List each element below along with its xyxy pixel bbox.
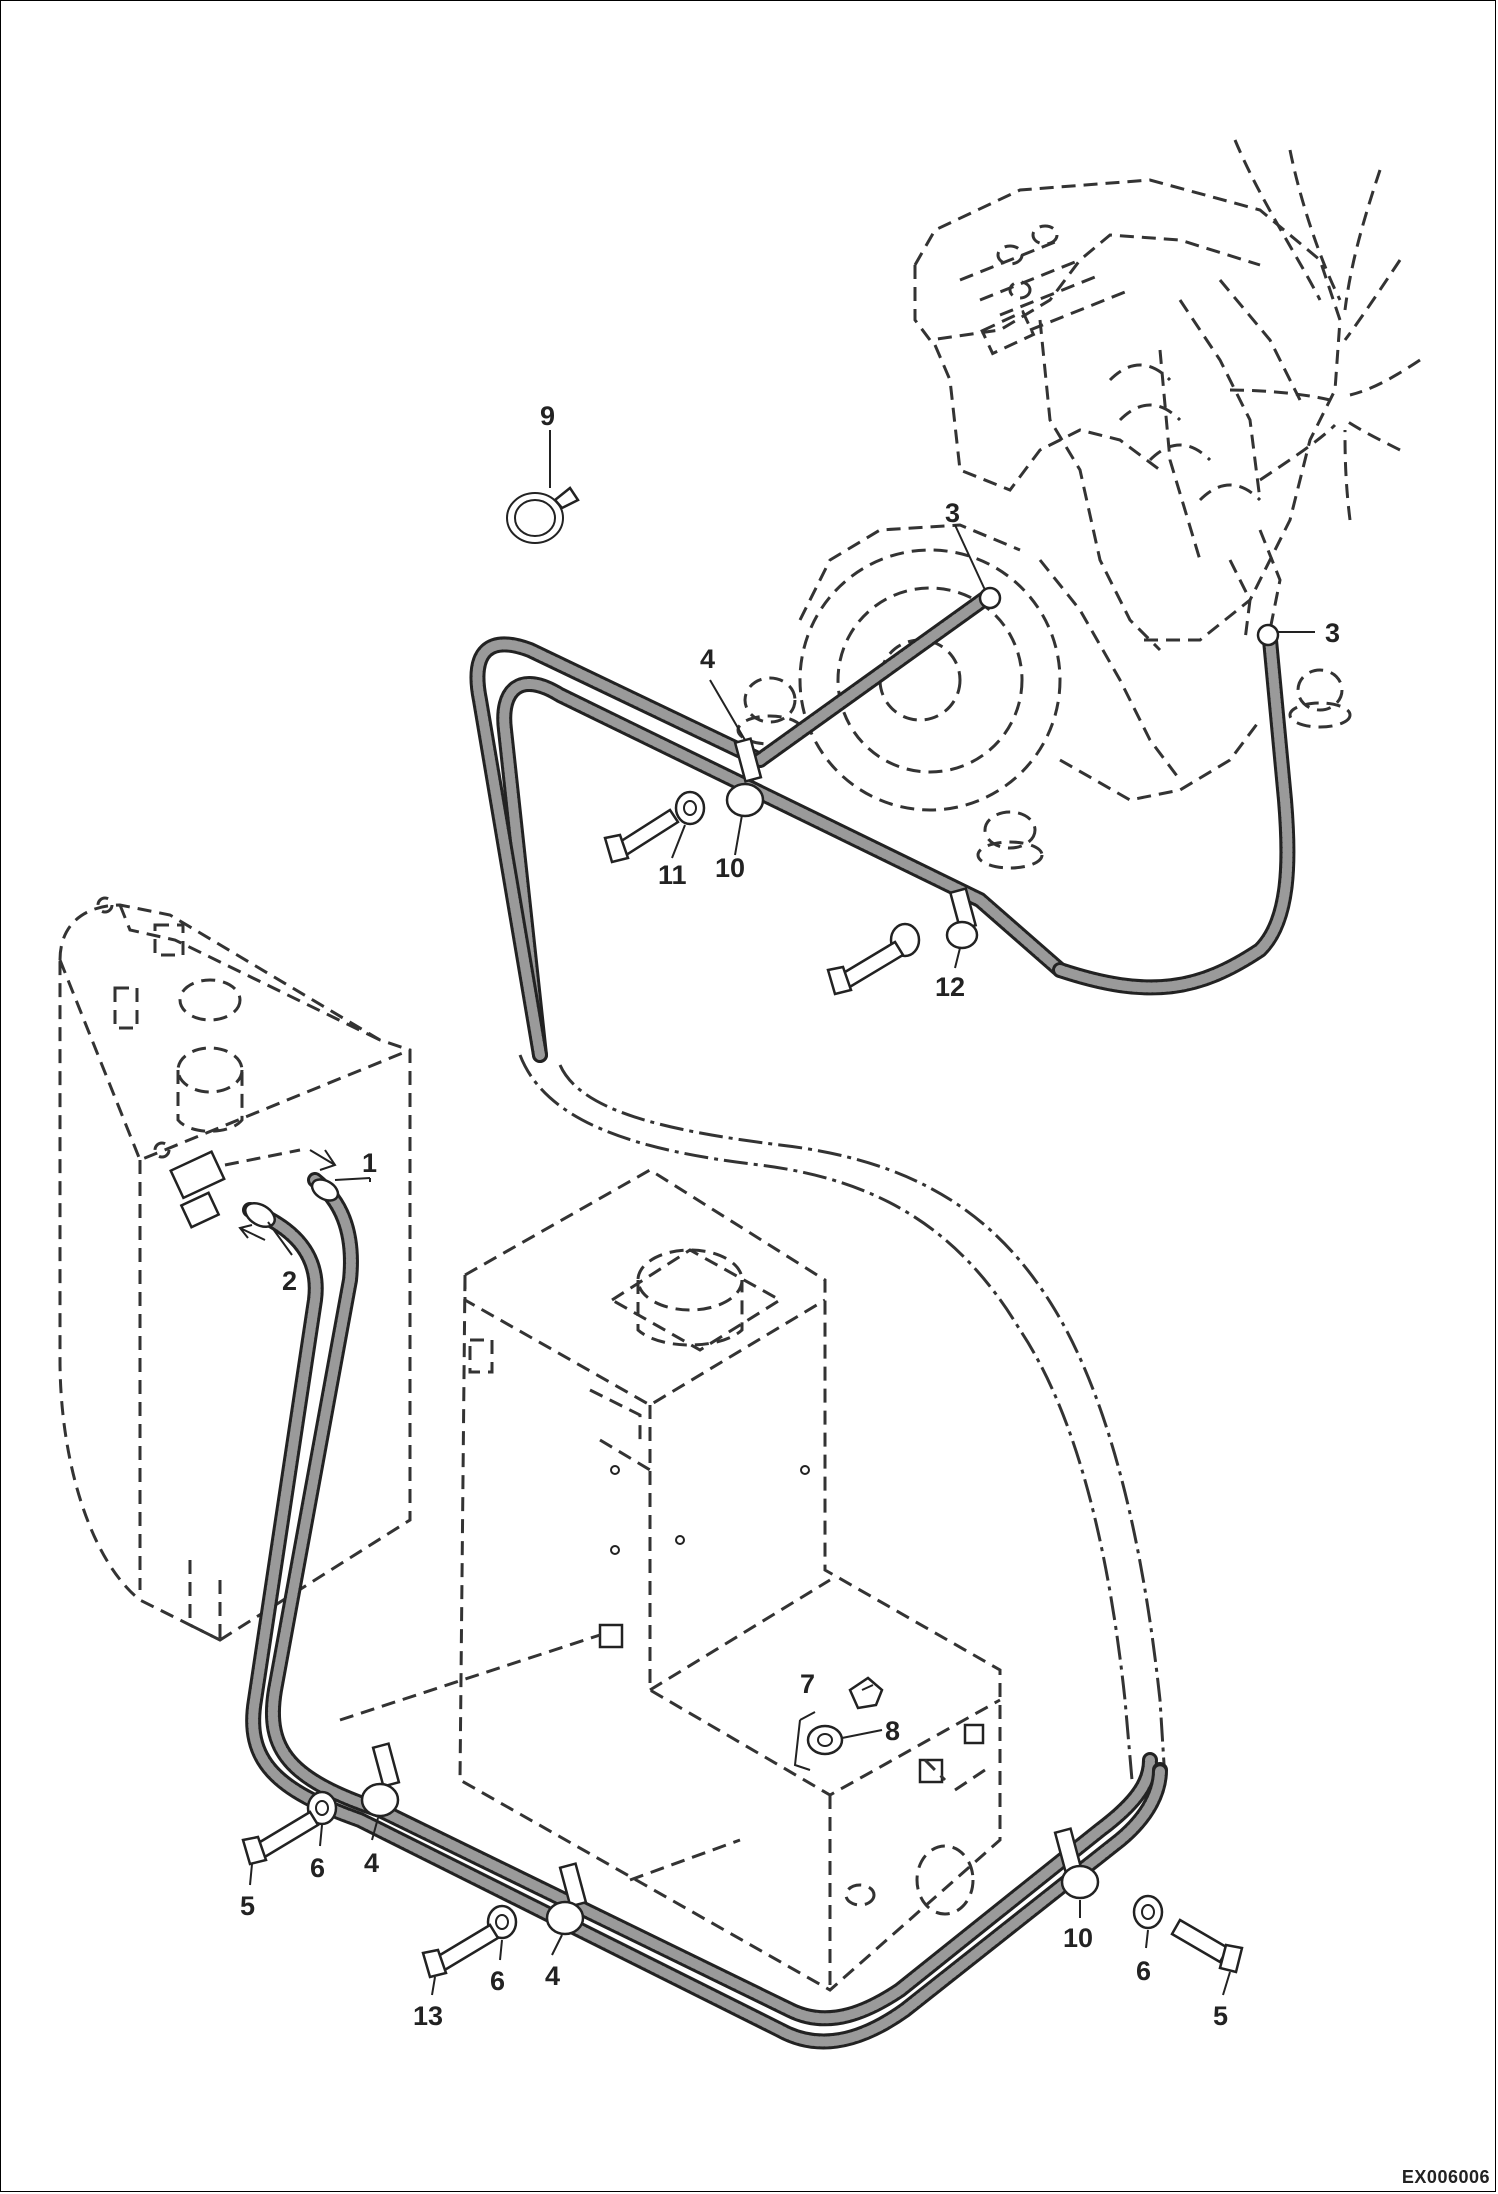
return-line [518,1054,1167,1781]
engine-outline [736,139,1421,870]
hardware [241,486,1244,1979]
part-label-1: 1 [362,1148,377,1178]
center-tank-outline [339,1168,1002,1992]
part-label-6: 6 [310,1853,325,1883]
part-label-3: 3 [945,498,960,528]
document-code: EX006006 [1401,2167,1490,2187]
left-tank-outline [58,896,412,1642]
part-label-12: 12 [935,972,965,1002]
part-label-7: 7 [800,1669,815,1699]
part-label-10: 10 [715,853,745,883]
part-label-9: 9 [540,401,555,431]
part-label-6: 6 [1136,1956,1151,1986]
part-label-4: 4 [545,1961,560,1991]
part-label-8: 8 [885,1716,900,1746]
part-labels: 1 2 3 3 4 4 4 5 5 6 6 6 7 8 9 10 10 11 1… [240,401,1340,2031]
part-label-11: 11 [658,860,687,890]
part-label-5: 5 [1213,2001,1228,2031]
part-label-6: 6 [490,1966,505,1996]
fuel-hoses [242,586,1296,2050]
leader-lines [249,430,1315,1996]
part-label-4: 4 [700,644,715,674]
part-label-3: 3 [1325,618,1340,648]
part-label-10: 10 [1063,1923,1093,1953]
part-label-2: 2 [282,1266,297,1296]
part-label-5: 5 [240,1891,255,1921]
part-label-13: 13 [413,2001,443,2031]
part-label-4: 4 [364,1848,379,1878]
